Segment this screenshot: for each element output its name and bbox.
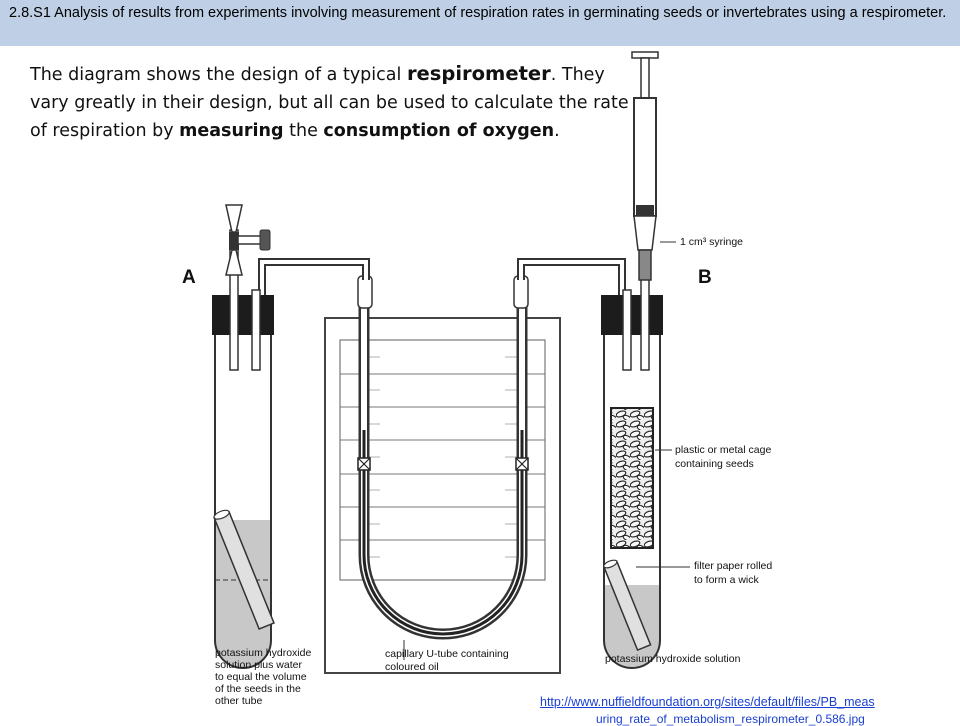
delivery-tubes (258, 258, 626, 300)
intro-text-3: the (283, 121, 324, 141)
wick-label-line1: filter paper rolled (694, 560, 772, 572)
scale-lines (340, 373, 545, 541)
u-tube-clips (357, 457, 529, 471)
u-tube-label-line2: coloured oil (385, 661, 439, 673)
koh-a-label-line1: potassium hydroxide (215, 647, 311, 659)
water-bath (324, 317, 561, 674)
tube-a-label: A (182, 267, 196, 288)
intro-text-1: The diagram shows the design of a typica… (30, 65, 407, 85)
scale-ticks (360, 356, 525, 558)
tube-b-label: B (698, 267, 712, 288)
seed-cage (610, 407, 654, 549)
u-tube-label-line1: capillary U-tube containing (385, 648, 509, 660)
koh-a-label-line4: of the seeds in the (215, 683, 301, 695)
term-respirometer: respirometer (406, 62, 551, 85)
cage-label-line2: containing seeds (675, 458, 754, 470)
intro-text-2: . They vary greatly in their design, but… (30, 65, 629, 141)
syringe (631, 51, 659, 281)
intro-text-4: . (554, 121, 560, 141)
koh-a-label-line2: solution plus water (215, 659, 302, 671)
cage-label-line1: plastic or metal cage (675, 444, 771, 456)
tube-b (601, 259, 663, 669)
leader-lines (403, 241, 690, 660)
syringe-label: 1 cm³ syringe (680, 236, 743, 248)
source-link-line2[interactable]: uring_rate_of_metabolism_respirometer_0.… (596, 712, 865, 726)
source-link[interactable]: http://www.nuffieldfoundation.org/sites/… (540, 695, 875, 709)
u-tube-connector-left (357, 275, 373, 309)
tube-a (212, 229, 275, 669)
clip-tap (225, 204, 271, 276)
koh-a-label-line3: to equal the volume (215, 671, 307, 683)
term-oxygen-consumption: consumption of oxygen (323, 121, 555, 141)
koh-b-label: potassium hydroxide solution (605, 653, 741, 665)
slide-title: 2.8.S1 Analysis of results from experime… (9, 5, 947, 21)
u-tube-connector-right (513, 275, 529, 309)
wick-label-line2: to form a wick (694, 574, 760, 586)
koh-a-label-line5: other tube (215, 695, 262, 707)
capillary-u-tube (358, 300, 528, 640)
intro-paragraph: The diagram shows the design of a typica… (30, 60, 630, 145)
scale-card (339, 339, 546, 581)
term-measuring: measuring (179, 121, 284, 141)
slide-header: 2.8.S1 Analysis of results from experime… (0, 0, 960, 46)
